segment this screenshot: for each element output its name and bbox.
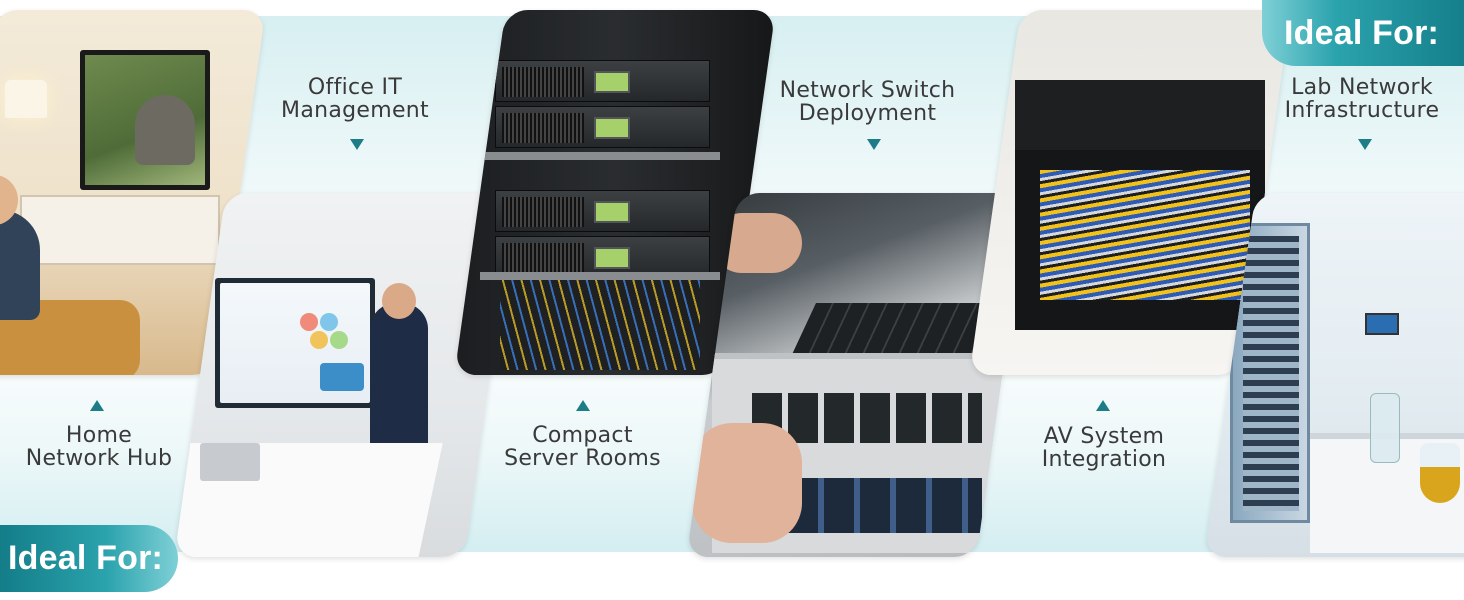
patch-cables xyxy=(1040,170,1250,300)
presenter-head xyxy=(382,283,416,319)
hand xyxy=(692,423,802,543)
tv-screen xyxy=(80,50,210,190)
triangle-down-icon xyxy=(350,139,364,150)
tv-cabinet xyxy=(19,195,220,265)
photo-network-switch xyxy=(686,193,1028,557)
triangle-up-icon xyxy=(1096,400,1110,411)
server-unit xyxy=(495,190,710,232)
rack-shelf xyxy=(480,152,720,160)
elephant-image xyxy=(135,95,195,165)
server-unit xyxy=(495,60,710,102)
photo-office-meeting xyxy=(174,193,516,557)
triangle-up-icon xyxy=(576,400,590,411)
presentation-screen xyxy=(215,278,375,408)
lab-monitor xyxy=(1365,313,1399,335)
ideal-for-badge-top: Ideal For: xyxy=(1262,0,1464,66)
server-unit xyxy=(495,106,710,148)
ideal-for-badge-bottom: Ideal For: xyxy=(0,525,178,592)
triangle-down-icon xyxy=(1358,139,1372,150)
laptop xyxy=(200,443,260,481)
rack-cabinet-top xyxy=(1015,80,1265,150)
lab-bottle xyxy=(1370,393,1400,463)
rack-shelf xyxy=(480,272,720,280)
triangle-down-icon xyxy=(867,139,881,150)
floor-lamp xyxy=(4,80,47,118)
lab-flask xyxy=(1420,443,1460,503)
rack-cables xyxy=(500,280,700,370)
triangle-up-icon xyxy=(90,400,104,411)
